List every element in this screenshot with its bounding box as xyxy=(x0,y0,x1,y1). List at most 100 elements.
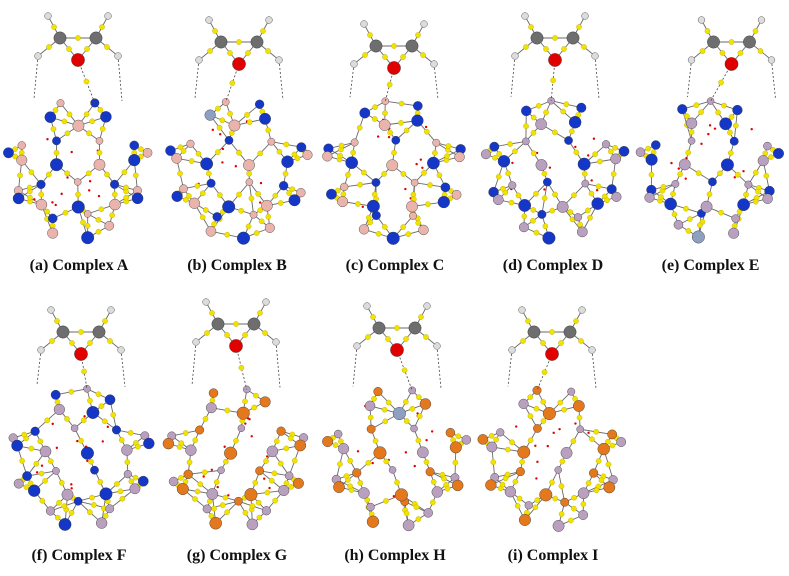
ring-critical-point xyxy=(60,192,63,196)
carbon-atom xyxy=(214,35,228,49)
panel-complex-g: (g) Complex G xyxy=(158,286,316,576)
cage-atom-secondary xyxy=(237,424,246,432)
cage-atom-primary xyxy=(773,148,784,159)
cage-atom-primary xyxy=(521,105,532,117)
bond-critical-point xyxy=(527,413,534,419)
cage-atoms xyxy=(635,97,784,244)
bond-critical-point xyxy=(197,481,204,487)
ring-critical-point xyxy=(419,158,423,161)
bond-critical-point xyxy=(222,494,229,501)
bond-critical-point xyxy=(98,206,105,213)
ring-critical-point xyxy=(202,475,205,478)
bond-critical-point xyxy=(54,514,61,521)
bond-critical-point xyxy=(88,458,94,465)
cage-bonds xyxy=(640,100,779,238)
bond-critical-point xyxy=(291,151,298,158)
bond-critical-point xyxy=(199,214,206,221)
bond-critical-point xyxy=(455,433,462,440)
bond-critical-point xyxy=(608,148,614,155)
molecular-graph-complex-e xyxy=(635,16,784,244)
hydrogen-atom xyxy=(430,60,438,68)
bond-critical-point xyxy=(248,195,255,202)
bond-critical-point xyxy=(180,148,187,154)
cage-atom-primary xyxy=(577,157,591,171)
bond-critical-point xyxy=(182,430,189,436)
bond-critical-point xyxy=(683,205,689,212)
cage-atoms xyxy=(162,385,309,531)
bond-critical-point xyxy=(75,191,81,198)
cage-atom-secondary xyxy=(581,179,590,188)
bond-critical-point xyxy=(391,149,397,156)
bond-critical-point xyxy=(706,191,713,198)
bond-critical-point xyxy=(430,479,437,485)
cage-atom-secondary xyxy=(508,181,517,190)
bond-critical-point xyxy=(715,109,721,116)
molecule-bond-critical-point xyxy=(423,334,429,340)
cage-atom-primary xyxy=(719,117,732,131)
cage-atom-primary xyxy=(110,179,120,189)
ring-critical-point xyxy=(546,444,549,448)
bond-critical-point xyxy=(178,440,185,446)
bond-critical-point xyxy=(593,487,600,494)
cage-atom-secondary xyxy=(481,149,491,160)
bond-critical-point xyxy=(415,516,422,522)
bond-critical-point xyxy=(217,192,223,198)
bond-critical-point xyxy=(109,212,115,218)
cage-atoms xyxy=(3,98,153,245)
bond-critical-point xyxy=(505,170,511,177)
molecule-bond-critical-point xyxy=(262,330,268,336)
h-cage-interaction-path xyxy=(507,349,513,387)
cage-atom-secondary xyxy=(406,200,418,213)
bond-critical-point xyxy=(610,171,617,177)
bond-critical-point xyxy=(135,443,141,450)
cage-atom-secondary xyxy=(378,119,391,131)
bond-critical-point xyxy=(593,429,599,435)
ring-critical-point xyxy=(587,431,590,435)
cage-atom-secondary xyxy=(39,445,52,458)
cage-atom-secondary xyxy=(333,429,343,439)
cage-atom-secondary xyxy=(245,178,254,186)
cage-atom-primary xyxy=(131,192,144,205)
cage-atom-primary xyxy=(212,212,222,222)
ring-critical-point xyxy=(40,464,44,467)
ring-critical-point xyxy=(558,427,561,431)
ring-critical-point xyxy=(86,459,89,463)
bond-critical-point xyxy=(256,514,263,521)
hydrogen-atom xyxy=(363,302,371,310)
cage-atom-secondary xyxy=(410,178,419,187)
h-cage-interaction-path xyxy=(33,55,39,99)
hydrogen-atom xyxy=(114,52,122,60)
cage-atom-secondary xyxy=(74,178,82,186)
ring-critical-point xyxy=(210,468,214,471)
bond-critical-point xyxy=(427,182,433,188)
cage-atom-secondary xyxy=(616,437,627,447)
hydrogen-atom xyxy=(44,12,52,20)
molecule-bond-critical-point xyxy=(728,39,735,45)
molecule-bond-critical-point xyxy=(699,48,706,54)
bond-critical-point xyxy=(697,222,703,228)
bond-critical-point xyxy=(444,153,450,159)
ring-critical-point xyxy=(392,495,396,498)
cage-atom-secondary xyxy=(228,119,241,132)
cage-atom-primary xyxy=(100,111,112,123)
bond-critical-point xyxy=(371,116,378,122)
bond-critical-point xyxy=(424,128,430,135)
bond-critical-point xyxy=(177,144,184,151)
cage-atom-secondary xyxy=(685,117,698,129)
molecule-bond-critical-point xyxy=(209,310,215,316)
hydrogen-atom xyxy=(757,16,766,24)
molecule-bond-critical-point xyxy=(78,329,84,335)
bond-critical-point xyxy=(371,395,377,402)
bond-critical-point xyxy=(552,191,558,198)
cage-atom-primary xyxy=(449,441,462,454)
cage-atom-secondary xyxy=(381,97,390,105)
cage-atom-secondary xyxy=(121,444,133,456)
cage-atom-primary xyxy=(112,425,121,435)
bond-critical-point xyxy=(64,416,70,422)
cage-atom-primary xyxy=(373,446,387,460)
bond-critical-point xyxy=(688,129,695,135)
molecule-bond-critical-point xyxy=(520,338,526,344)
molecule-bond-critical-point xyxy=(66,46,72,52)
molecule-bond-critical-point xyxy=(212,28,218,34)
cage-atom-primary xyxy=(366,199,380,213)
